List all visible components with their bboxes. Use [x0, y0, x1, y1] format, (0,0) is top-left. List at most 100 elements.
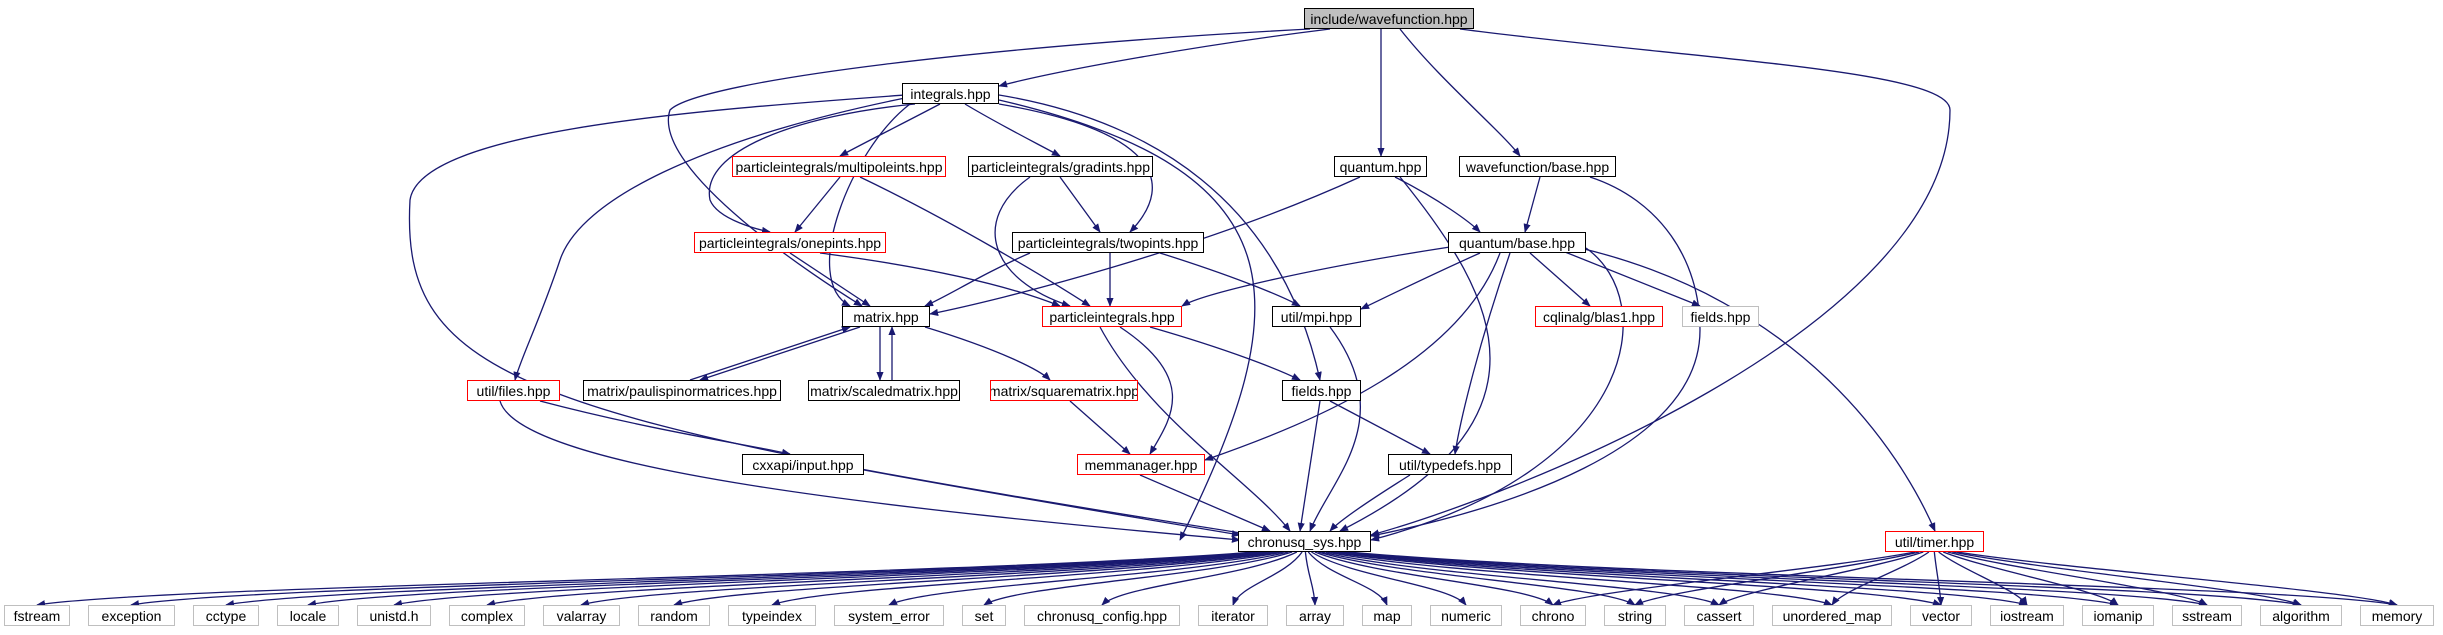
- edge-sys-iostream: [1333, 551, 2028, 607]
- node-unistd-h: unistd.h: [357, 605, 431, 626]
- edge-sys-fstream: [36, 551, 1255, 608]
- node-paulispinormatrices-hpp[interactable]: matrix/paulispinormatrices.hpp: [583, 380, 781, 401]
- node-quantum-base-hpp[interactable]: quantum/base.hpp: [1448, 232, 1586, 253]
- node-locale: locale: [277, 605, 339, 626]
- node-quantum-hpp[interactable]: quantum.hpp: [1334, 156, 1427, 177]
- edge-integrals-matrix: [828, 103, 911, 307]
- node-set: set: [962, 605, 1006, 626]
- edge-typedefs-sys: [1329, 474, 1411, 532]
- edge-onepints-pints: [819, 252, 1061, 307]
- edge-matrix-square: [924, 326, 1051, 381]
- edge-sys-unordered_map: [1325, 551, 1833, 606]
- node-fields-hpp[interactable]: fields.hpp: [1282, 380, 1361, 401]
- node-cqlinalg-blas1-hpp[interactable]: cqlinalg/blas1.hpp: [1535, 306, 1663, 327]
- node-iterator: iterator: [1198, 605, 1268, 626]
- node-util-files-hpp[interactable]: util/files.hpp: [467, 380, 560, 401]
- node-memmanager-hpp[interactable]: memmanager.hpp: [1077, 454, 1205, 475]
- edge-files-cxxapi: [539, 400, 791, 456]
- edge-quantum-matrix: [929, 176, 1361, 316]
- edge-sys-valarray: [580, 551, 1277, 607]
- node-chronusq-sys-hpp[interactable]: chronusq_sys.hpp: [1238, 531, 1371, 552]
- edge-integrals-gradints: [964, 103, 1061, 157]
- node-util-mpi-hpp[interactable]: util/mpi.hpp: [1272, 306, 1361, 327]
- edge-timer-algorithm: [1952, 551, 2302, 606]
- node-matrix-hpp[interactable]: matrix.hpp: [842, 306, 930, 327]
- edge-pints-memmanager: [1119, 326, 1174, 455]
- node-iomanip: iomanip: [2082, 605, 2154, 626]
- node-algorithm: algorithm: [2260, 605, 2342, 626]
- node-sstream: sstream: [2172, 605, 2242, 626]
- node-squarematrix-hpp[interactable]: matrix/squarematrix.hpp: [990, 380, 1138, 401]
- edge-integrals-onepints: [708, 103, 916, 234]
- node-multipoleints-hpp[interactable]: particleintegrals/multipoleints.hpp: [732, 156, 946, 177]
- edge-twopints-mpi: [1159, 252, 1301, 307]
- node-fstream: fstream: [4, 605, 70, 626]
- edge-sys-exception: [130, 551, 1259, 608]
- edge-pints-fields: [1149, 326, 1301, 381]
- node-onepints-hpp[interactable]: particleintegrals/onepints.hpp: [694, 232, 886, 253]
- node-util-typedefs-hpp[interactable]: util/typedefs.hpp: [1388, 454, 1512, 475]
- edge-timer-memory: [1957, 551, 2398, 606]
- edge-sys-iomanip: [1337, 551, 2119, 607]
- node-memory: memory: [2360, 605, 2434, 626]
- edge-timer-unordered_map: [1831, 551, 1930, 606]
- edge-timer-iomanip: [1942, 551, 2119, 606]
- edge-sys-numeric: [1311, 551, 1467, 606]
- edge-sys-chrono: [1314, 551, 1554, 606]
- node-numeric: numeric: [1430, 605, 1502, 626]
- edge-root-sys: [1370, 28, 1951, 537]
- edge-qbase-mpi: [1360, 252, 1481, 310]
- edge-sys-memory: [1348, 551, 2398, 608]
- edge-sys-cctype: [225, 551, 1262, 608]
- edge-qbase-pints: [1181, 246, 1451, 307]
- edge-integrals-pints: [998, 99, 1256, 541]
- edge-integrals-files: [513, 97, 906, 381]
- node-integrals-hpp[interactable]: integrals.hpp: [902, 83, 999, 104]
- edge-sys-config: [1101, 551, 1298, 606]
- node-util-timer-hpp[interactable]: util/timer.hpp: [1885, 531, 1984, 552]
- edge-fields-sys: [1297, 400, 1321, 532]
- edge-timer-string: [1634, 551, 1920, 606]
- node-wavefunction-base-hpp[interactable]: wavefunction/base.hpp: [1459, 156, 1616, 177]
- edge-sys-vector: [1330, 551, 1942, 607]
- edge-sys-typeindex: [771, 551, 1284, 606]
- dependency-edges: [36, 28, 2398, 608]
- edge-qbase-timer: [1579, 247, 1936, 532]
- edge-wfbase-qbase: [1523, 176, 1541, 233]
- node-gradints-hpp[interactable]: particleintegrals/gradints.hpp: [968, 156, 1153, 177]
- node-typeindex: typeindex: [728, 605, 816, 626]
- node-chrono: chrono: [1520, 605, 1586, 626]
- node-array: array: [1286, 605, 1344, 626]
- edge-qbase-blas1: [1529, 252, 1591, 307]
- node-vector: vector: [1910, 605, 1972, 626]
- node-complex: complex: [449, 605, 525, 626]
- edge-sys-random: [673, 551, 1280, 606]
- node-cassert: cassert: [1684, 605, 1754, 626]
- edge-sys-cassert: [1321, 551, 1720, 606]
- node-wavefunction-hpp: include/wavefunction.hpp: [1304, 8, 1474, 29]
- edge-timer-vector: [1933, 551, 1945, 606]
- edge-qbase-memmanager: [1204, 252, 1501, 461]
- edge-root-integrals: [998, 28, 1331, 88]
- edge-qbase-fields: [1559, 249, 1701, 307]
- node-random: random: [638, 605, 710, 626]
- edge-timer-chrono: [1552, 551, 1916, 606]
- node-chronusq-config-hpp: chronusq_config.hpp: [1024, 605, 1180, 626]
- node-fields-hpp-external: fields.hpp: [1682, 306, 1759, 327]
- edge-multipole-pints: [859, 176, 1091, 307]
- edge-quantum-qbase: [1394, 176, 1481, 233]
- edge-mpi-sys: [1309, 326, 1361, 532]
- node-cxxapi-input-hpp[interactable]: cxxapi/input.hpp: [742, 454, 864, 475]
- edge-twopints-matrix: [924, 252, 1031, 307]
- edge-integrals-sys: [408, 94, 1261, 539]
- node-twopints-hpp[interactable]: particleintegrals/twopints.hpp: [1012, 232, 1204, 253]
- node-scaledmatrix-hpp[interactable]: matrix/scaledmatrix.hpp: [808, 380, 960, 401]
- edge-sys-set: [983, 551, 1293, 606]
- edge-timer-iostream: [1938, 551, 2028, 606]
- node-particleintegrals-hpp[interactable]: particleintegrals.hpp: [1042, 306, 1182, 327]
- edge-matrix-pauli: [699, 326, 861, 381]
- edge-sys-sstream: [1341, 551, 2208, 607]
- edge-sys-iterator: [1232, 551, 1303, 606]
- edge-integrals-multipole: [839, 103, 941, 157]
